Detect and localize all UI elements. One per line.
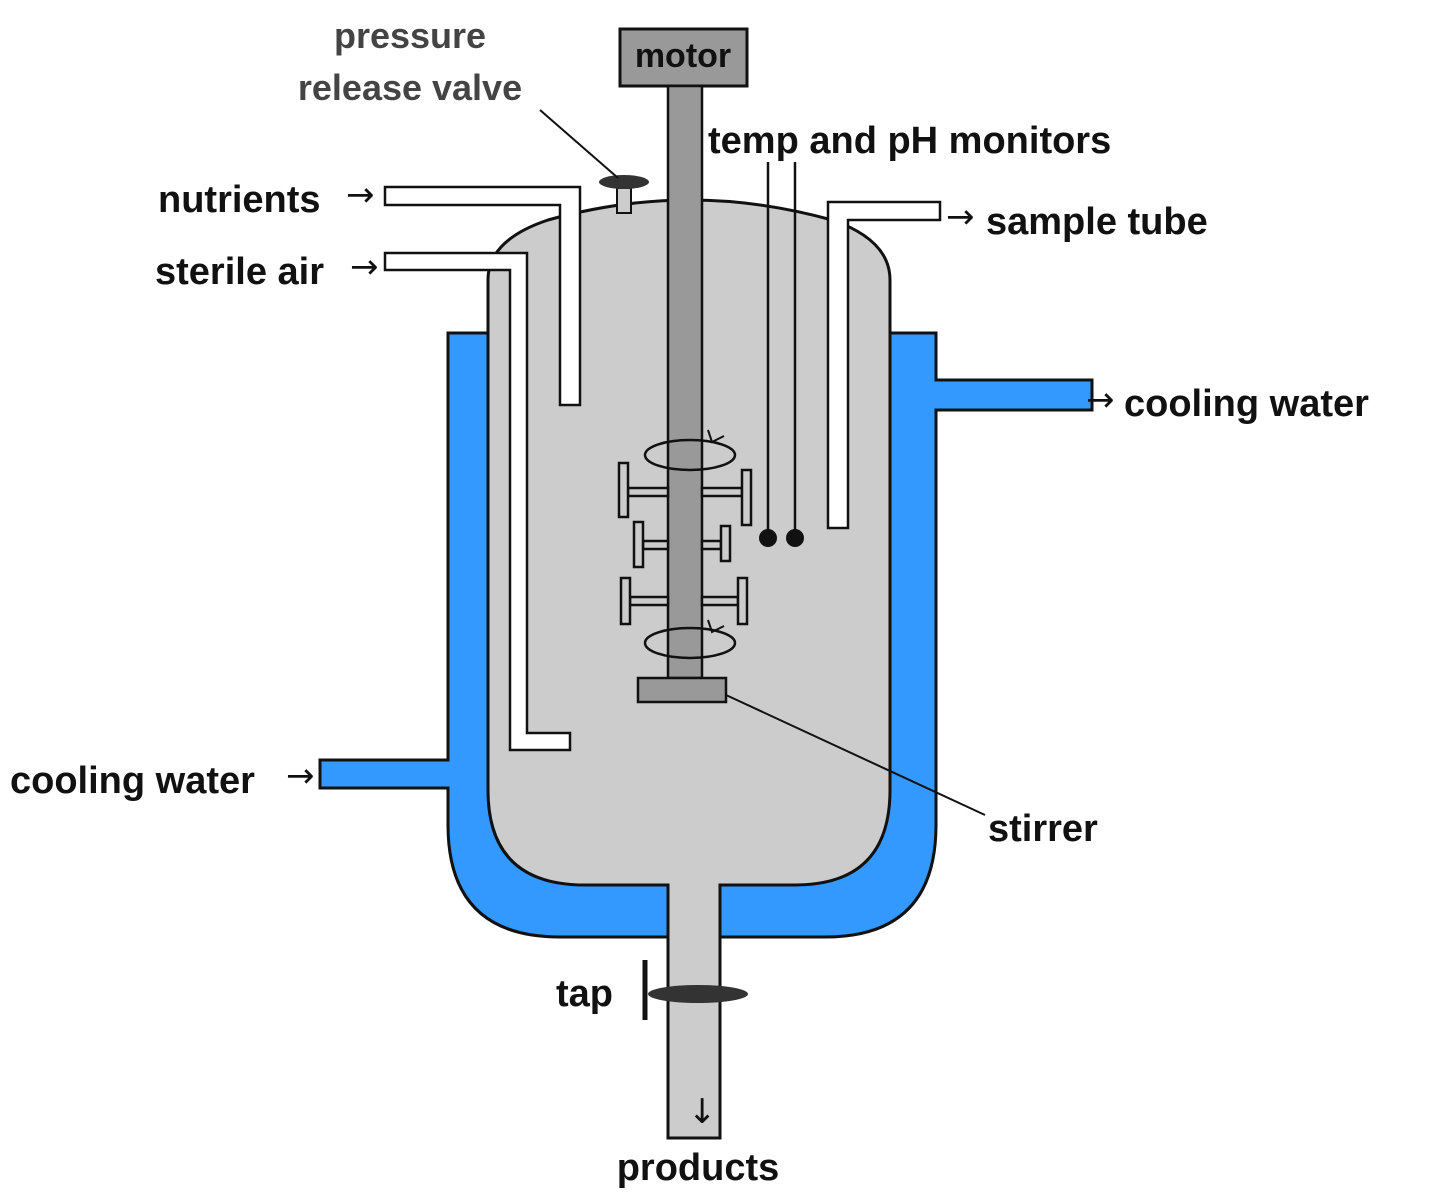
nutrients-label: nutrients [158, 179, 321, 221]
pressure-valve-label-line1: pressure [334, 15, 486, 56]
cooling-water-in-label: cooling water [10, 760, 255, 802]
impeller-blades [617, 461, 753, 626]
motor-label: motor [635, 37, 731, 75]
cooling-water-out-arrow: → [1086, 380, 1115, 420]
sample-tube [826, 200, 942, 530]
stirrer-label: stirrer [988, 808, 1098, 850]
tap-valve [642, 960, 748, 1020]
products-label: products [617, 1147, 780, 1189]
sample-tube-label: sample tube [986, 201, 1208, 243]
temp-ph-probes [759, 162, 804, 547]
sterile-air-arrow: → [350, 247, 379, 287]
tap-label: tap [556, 973, 613, 1015]
pressure-valve-label-line2: release valve [298, 67, 522, 108]
rotation-indicator-bottom [643, 619, 737, 660]
products-arrow: ↓ [688, 1092, 717, 1132]
stirrer-leader-line [725, 694, 986, 816]
sterile-air-tube [383, 251, 572, 752]
cooling-water-out-label: cooling water [1124, 383, 1369, 425]
motor: motor [618, 27, 749, 88]
nutrients-arrow: → [346, 175, 375, 215]
rotation-indicator-top [643, 429, 737, 472]
sterile-air-label: sterile air [155, 251, 324, 293]
nutrients-tube [383, 185, 582, 407]
cooling-water-in-arrow: → [286, 756, 315, 796]
temp-ph-label: temp and pH monitors [708, 120, 1111, 162]
sample-tube-arrow: → [946, 197, 975, 237]
pressure-release-valve [539, 109, 649, 214]
stirrer-shaft [666, 84, 704, 680]
stirrer-base [636, 676, 728, 704]
